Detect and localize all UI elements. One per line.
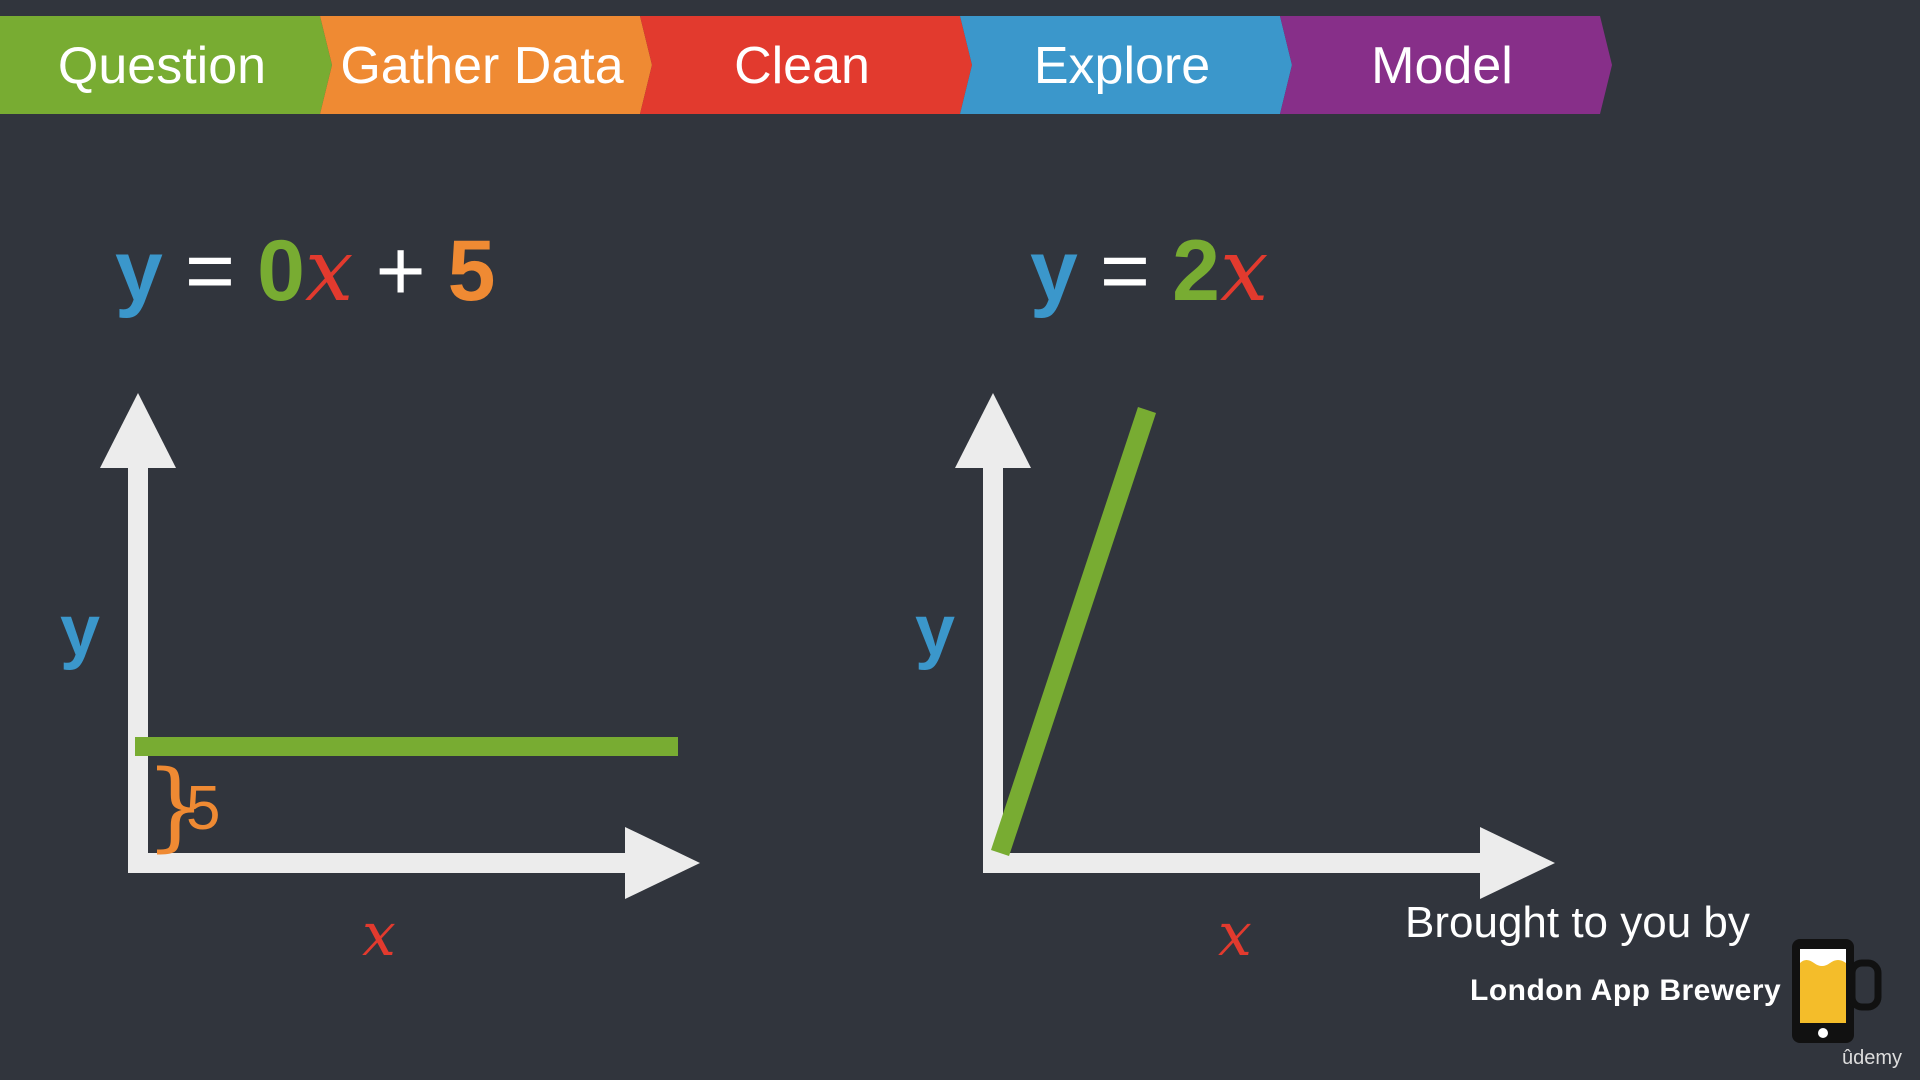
equation-y: y bbox=[115, 223, 163, 319]
beer-mug-phone-icon bbox=[1792, 939, 1882, 1043]
equation-x: x bbox=[304, 221, 354, 321]
equation-coefficient: 2 bbox=[1172, 223, 1220, 319]
equation-equals: = bbox=[184, 223, 236, 319]
x-axis-arrowhead bbox=[1480, 827, 1555, 899]
pipeline-step-gather-data bbox=[320, 16, 652, 114]
right-y-axis-label: y bbox=[915, 591, 956, 671]
y-axis-arrowhead bbox=[955, 393, 1031, 468]
left-plot bbox=[100, 393, 700, 899]
pipeline-step-clean bbox=[640, 16, 972, 114]
right-plot bbox=[955, 393, 1555, 899]
y-axis bbox=[983, 455, 1003, 870]
left-x-axis-label: x bbox=[362, 900, 396, 970]
x-axis-arrowhead bbox=[625, 827, 700, 899]
intercept-brace: } bbox=[145, 750, 207, 862]
equation-y: y bbox=[1030, 223, 1078, 319]
regression-line bbox=[990, 407, 1157, 856]
equation-coefficient: 0 bbox=[257, 223, 305, 319]
udemy-watermark: ûdemy bbox=[1842, 1047, 1903, 1069]
equation-plus: + bbox=[375, 223, 426, 319]
left-equation: y=0x+5 bbox=[115, 228, 496, 314]
right-x-axis-label: x bbox=[1218, 900, 1252, 970]
pipeline-step-explore bbox=[960, 16, 1292, 114]
equation-x: x bbox=[1219, 221, 1269, 321]
credit-brand: London App Brewery bbox=[1470, 974, 1782, 1007]
y-axis bbox=[128, 455, 148, 870]
right-equation: y=2x bbox=[1030, 228, 1268, 314]
credit-line: Brought to you by bbox=[1405, 898, 1750, 947]
regression-line bbox=[135, 737, 678, 756]
intercept-label: 5 bbox=[186, 774, 221, 843]
x-axis bbox=[983, 853, 1493, 873]
y-axis-arrowhead bbox=[100, 393, 176, 468]
pipeline-step-question bbox=[0, 16, 332, 114]
equation-intercept: 5 bbox=[447, 223, 496, 319]
x-axis bbox=[128, 853, 638, 873]
pipeline-step-model bbox=[1280, 16, 1612, 114]
equation-equals: = bbox=[1099, 223, 1151, 319]
left-y-axis-label: y bbox=[60, 591, 101, 671]
